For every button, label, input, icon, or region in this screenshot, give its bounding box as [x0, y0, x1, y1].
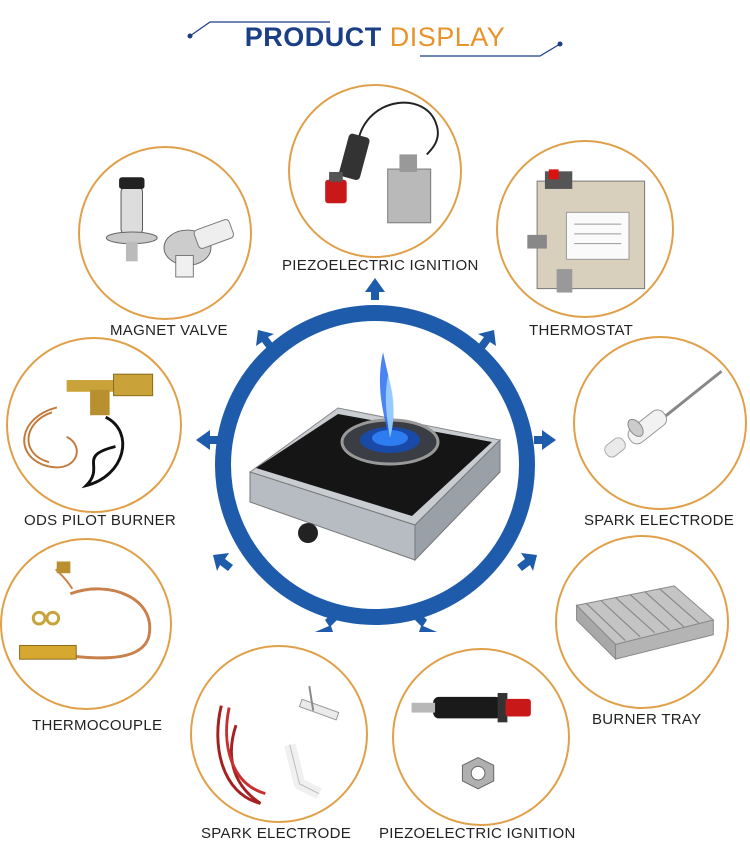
pilot-burner-icon	[23, 373, 154, 489]
page-title: PRODUCT DISPLAY	[0, 22, 750, 53]
title-decoration	[187, 21, 563, 57]
thermocouple-icon	[19, 561, 152, 660]
label-burner-tray: BURNER TRAY	[592, 711, 702, 728]
spark-electrode-icon	[216, 685, 340, 805]
product-circle-spark-electrode-bottom	[190, 645, 368, 823]
spark-electrode-icon	[604, 370, 723, 458]
label-ods-pilot: ODS PILOT BURNER	[24, 512, 177, 529]
product-circle-thermocouple	[0, 538, 172, 710]
title-product: PRODUCT	[244, 22, 382, 52]
center-ring	[215, 305, 535, 625]
magnet-valve-icon	[105, 177, 235, 278]
label-magnet-valve: MAGNET VALVE	[110, 322, 228, 339]
label-spark-electrode-right: SPARK ELECTRODE	[584, 512, 735, 529]
product-circle-piezo-bottom	[392, 648, 570, 826]
product-circle-piezo-top	[288, 84, 462, 258]
product-circle-thermostat	[496, 140, 674, 318]
label-thermocouple: THERMOCOUPLE	[32, 717, 163, 734]
gas-stove-image	[248, 352, 502, 562]
product-circle-ods-pilot	[6, 337, 182, 513]
label-piezo-top: PIEZOELECTRIC IGNITION	[282, 257, 479, 274]
title-display: DISPLAY	[389, 22, 506, 52]
piezo-igniter-icon	[411, 693, 531, 790]
piezo-igniter-icon	[325, 101, 439, 224]
thermostat-valve-icon	[527, 169, 646, 293]
product-circle-burner-tray	[555, 535, 729, 709]
label-spark-electrode-bottom: SPARK ELECTRODE	[201, 825, 352, 842]
label-thermostat: THERMOSTAT	[529, 322, 634, 339]
product-circle-spark-electrode-right	[573, 336, 747, 510]
burner-tray-icon	[575, 585, 715, 661]
label-piezo-bottom: PIEZOELECTRIC IGNITION	[379, 825, 576, 842]
product-circle-magnet-valve	[78, 146, 252, 320]
